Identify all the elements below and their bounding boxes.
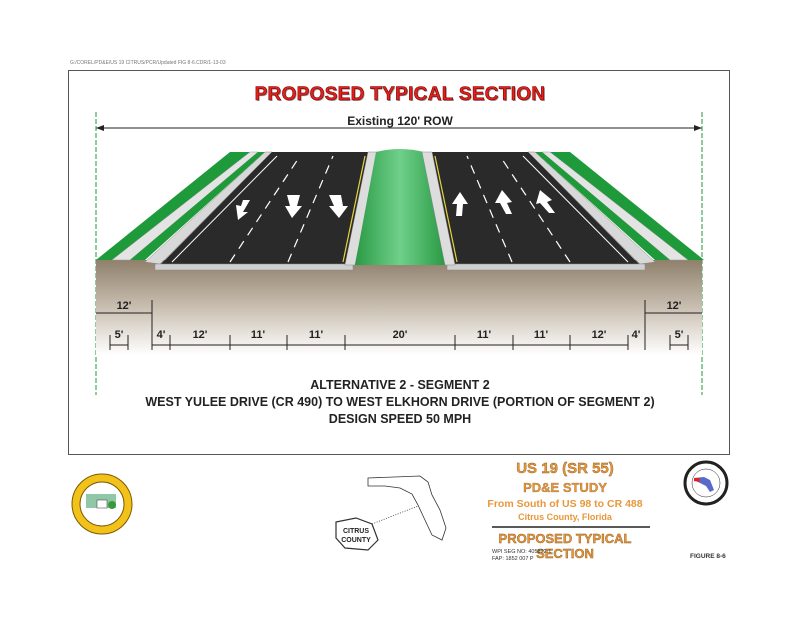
project-limits: From South of US 98 to CR 488 xyxy=(487,498,643,510)
dim-segment: 5' xyxy=(115,329,124,341)
balanced-approach-seal xyxy=(71,473,133,535)
dim-segment: 5' xyxy=(675,329,684,341)
dim-segment: 12' xyxy=(592,329,607,341)
dim-segment: 4' xyxy=(632,329,641,341)
route-label: US 19 (SR 55) xyxy=(516,460,614,477)
caption-alternative: ALTERNATIVE 2 - SEGMENT 2 xyxy=(310,378,490,392)
caption-limits: WEST YULEE DRIVE (CR 490) TO WEST ELKHOR… xyxy=(145,395,655,409)
dim-right-total: 12' xyxy=(667,300,682,312)
row-label: Existing 120' ROW xyxy=(347,114,453,128)
file-path: G:/COREL/PD&E/US 19 CITRUS/PCR/Updated F… xyxy=(70,60,226,66)
sheet-title: PROPOSED TYPICAL SECTION xyxy=(498,531,632,561)
northbound-arrows xyxy=(452,190,555,216)
dim-segment: 11' xyxy=(534,329,549,341)
county-label: Citrus County, Florida xyxy=(518,512,612,522)
dim-left-total: 12' xyxy=(117,300,132,312)
fdot-seal xyxy=(683,460,729,506)
figure-number: FIGURE 8-6 xyxy=(690,553,726,560)
map-county-label: CITRUS xyxy=(343,528,369,535)
drawing-title: PROPOSED TYPICAL SECTION xyxy=(254,84,546,106)
drawing-frame xyxy=(68,70,730,455)
wpi-number: WPI SEG NO: 405822 1 xyxy=(492,549,552,555)
left-grass xyxy=(96,152,250,260)
southbound-arrows xyxy=(236,195,348,220)
dim-segment: 12' xyxy=(193,329,208,341)
median xyxy=(355,149,445,265)
dimension-lines xyxy=(96,300,702,350)
left-roadway xyxy=(160,152,368,265)
caption-design-speed: DESIGN SPEED 50 MPH xyxy=(328,412,472,426)
dim-segment: 20' xyxy=(393,329,408,341)
dim-segment: 11' xyxy=(251,329,266,341)
study-label: PD&E STUDY xyxy=(523,480,607,495)
florida-locator-map xyxy=(335,475,447,551)
ground xyxy=(96,260,702,355)
dim-segment: 11' xyxy=(477,329,492,341)
dim-segment: 11' xyxy=(309,329,324,341)
map-county-label: COUNTY xyxy=(341,537,371,544)
dim-segment: 4' xyxy=(157,329,166,341)
fap-number: FAP: 1852 007 P xyxy=(492,556,534,562)
